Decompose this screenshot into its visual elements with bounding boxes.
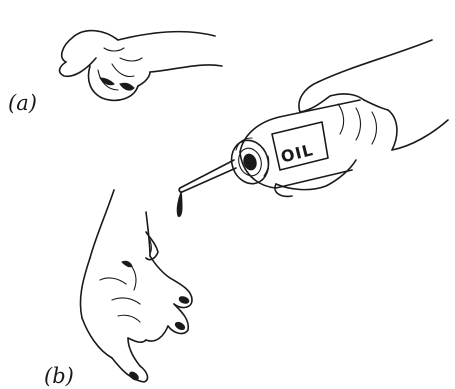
hand-b-open <box>80 190 192 382</box>
oil-can: OIL <box>177 100 360 217</box>
hand-holding-can <box>275 40 448 196</box>
hand-a-fist <box>60 31 222 101</box>
hand-a-label: (a) <box>8 91 37 115</box>
hand-b-label: (b) <box>44 364 74 388</box>
